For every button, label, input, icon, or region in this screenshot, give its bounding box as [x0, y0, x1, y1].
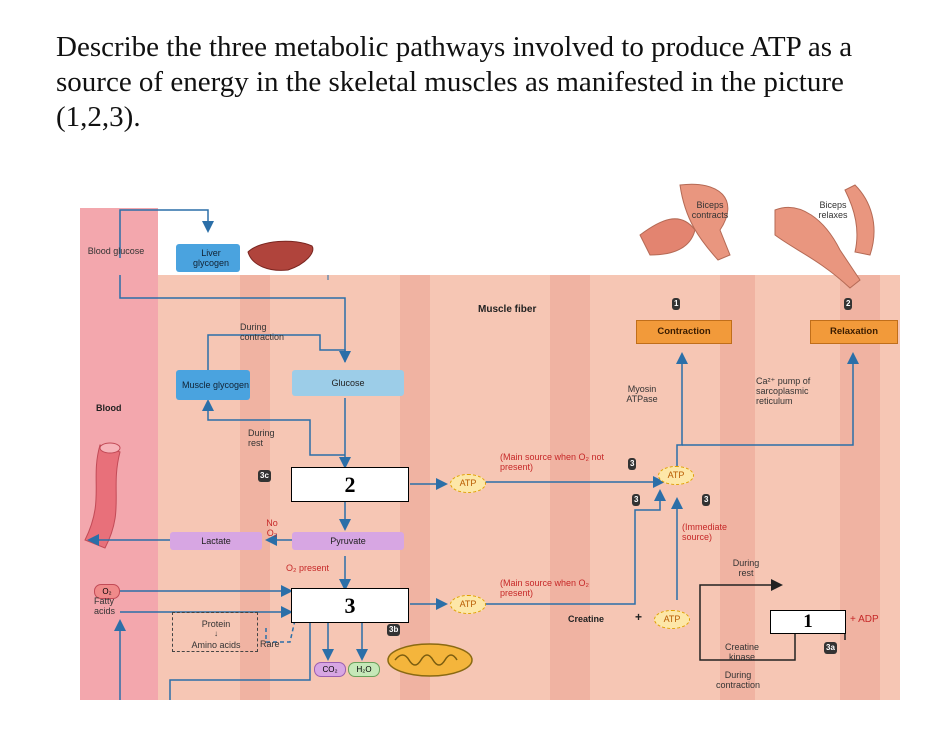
o2-molecule: O₂	[94, 584, 120, 599]
question-text: Describe the three metabolic pathways in…	[56, 31, 853, 133]
badge-3b: 3b	[387, 624, 401, 636]
atp-glycolysis: ATP	[450, 474, 486, 493]
metabolism-diagram: Blood glucose Liver glycogen Blood Muscl…	[80, 180, 900, 700]
pathway-2-box: 2	[291, 467, 409, 502]
immediate-source-label: (Immediate source)	[682, 522, 728, 542]
relaxation-box: Relaxation	[810, 320, 898, 344]
no-o2-label: No O₂	[266, 518, 278, 538]
contraction-box: Contraction	[636, 320, 732, 344]
fatty-acids-label: Fatty acids	[94, 596, 116, 616]
badge-2: 2	[844, 298, 853, 310]
muscle-glycogen-box: Muscle glycogen	[176, 370, 250, 400]
ca-pump-label: Ca²⁺ pump of sarcoplasmic reticulum	[756, 376, 811, 406]
protein-label: Protein	[201, 619, 231, 629]
biceps-relaxes-label: Biceps relaxes	[818, 200, 848, 220]
h2o-molecule: H₂O	[348, 662, 380, 677]
myosin-atpase-label: Myosin ATPase	[626, 384, 658, 404]
creatine-label: Creatine	[568, 614, 605, 624]
during-rest-label: During rest	[248, 428, 275, 448]
badge-3c: 3c	[258, 470, 271, 482]
atp-aerobic: ATP	[450, 595, 486, 614]
pathway-3-box: 3	[291, 588, 409, 623]
blood-glucose-label: Blood glucose	[87, 246, 145, 256]
lactate-box: Lactate	[170, 532, 262, 550]
co2-molecule: CO₂	[314, 662, 346, 677]
atp-creatine: ATP	[654, 610, 690, 629]
badge-1: 1	[672, 298, 681, 310]
rare-label: Rare	[260, 639, 280, 649]
badge-3-top: 3	[628, 458, 637, 470]
liver-glycogen-box: Liver glycogen	[176, 244, 240, 272]
during-contraction-right-label: During contraction	[715, 670, 761, 690]
amino-acids-label: Amino acids	[191, 640, 241, 650]
main-source-no-o2-label: (Main source when O₂ not present)	[500, 452, 605, 472]
plus-adp-label: + ADP	[850, 614, 879, 625]
muscle-fiber-label: Muscle fiber	[478, 304, 537, 315]
plus-sign: +	[635, 610, 643, 624]
main-source-o2-label: (Main source when O₂ present)	[500, 578, 590, 598]
o2-present-label: O₂ present	[286, 563, 330, 573]
blood-label: Blood	[96, 403, 122, 413]
glucose-box: Glucose	[292, 370, 404, 396]
creatine-kinase-label: Creatine kinase	[724, 642, 760, 662]
protein-box: Protein ↓ Amino acids	[172, 612, 258, 652]
biceps-contracts-label: Biceps contracts	[691, 200, 729, 220]
pathway-1-box: 1	[770, 610, 846, 634]
atp-muscle: ATP	[658, 466, 694, 485]
badge-3-right: 3	[702, 494, 711, 506]
during-rest-right-label: During rest	[732, 558, 760, 578]
pyruvate-box: Pyruvate	[292, 532, 404, 550]
during-contraction-label: During contraction	[240, 322, 285, 342]
badge-3a: 3a	[824, 642, 837, 654]
diagram-graphics	[80, 183, 900, 700]
badge-3-mid: 3	[632, 494, 641, 506]
protein-down-icon: ↓	[214, 629, 218, 638]
